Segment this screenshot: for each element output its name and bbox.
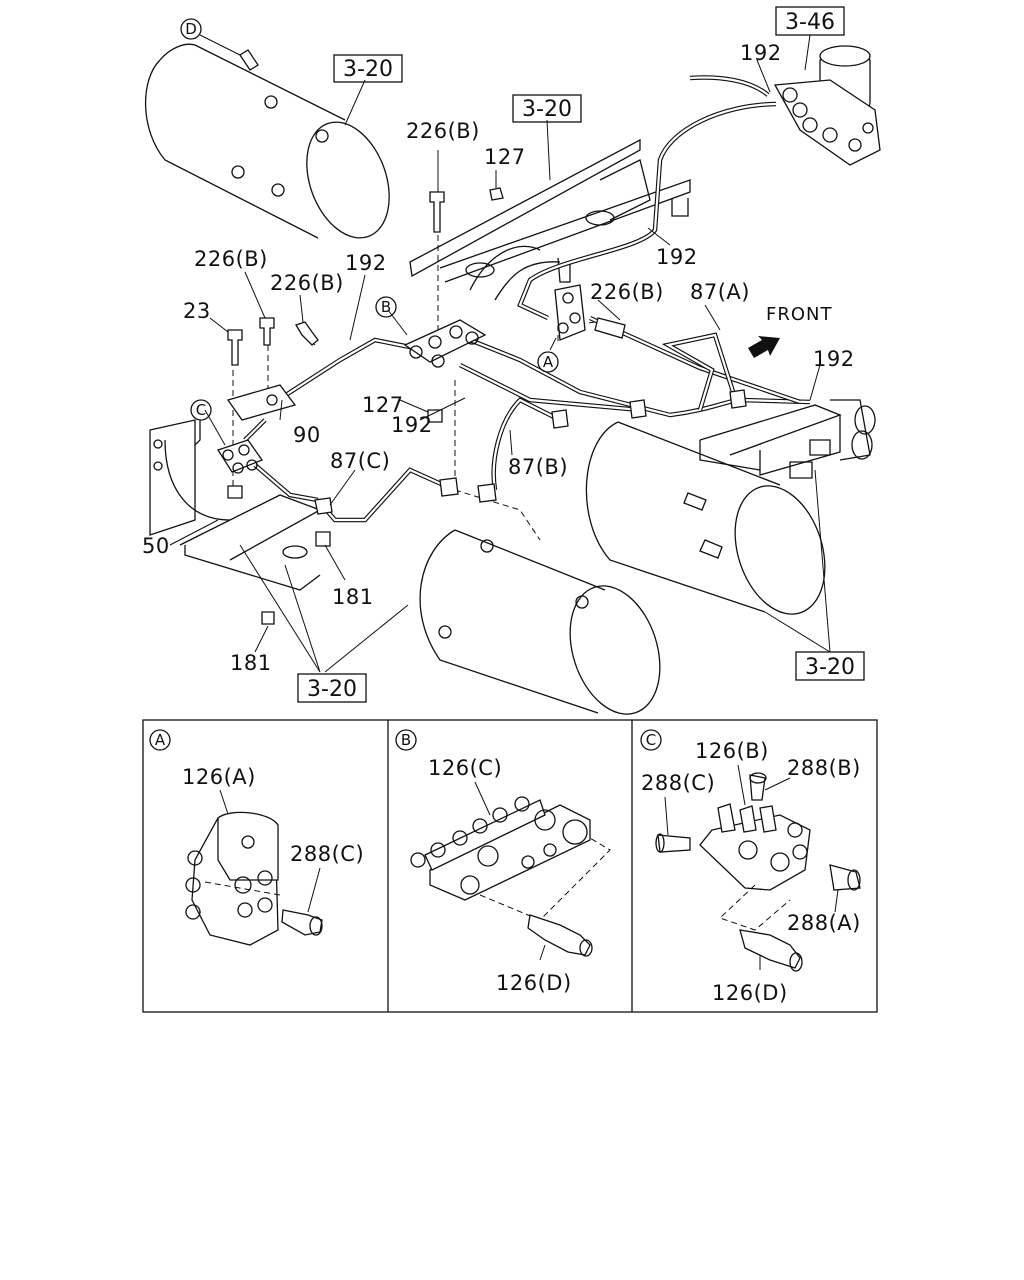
detail-c: C 126(B) 288(B) 288(C) 288(A) 126(D): [640, 729, 861, 1005]
circle-marker-a: A: [537, 351, 559, 373]
fasteners: [227, 187, 747, 625]
svg-text:B: B: [401, 731, 411, 749]
part-label-226b-left1: 226(B): [194, 247, 268, 271]
circle-marker-b: B: [375, 296, 397, 318]
valve-a-main: [554, 284, 586, 341]
frame-crossmember-left: [149, 419, 322, 591]
part-label-23: 23: [183, 299, 211, 323]
detail-a-label-126a: 126(A): [182, 765, 256, 789]
svg-text:D: D: [185, 20, 197, 38]
svg-text:3-46: 3-46: [785, 10, 835, 35]
detail-b: B 126(C) 126(D): [395, 729, 611, 995]
reference-box-3-20-bottom-right[interactable]: 3-20: [795, 651, 865, 681]
circle-marker-d: D: [180, 18, 202, 40]
svg-text:3-20: 3-20: [307, 677, 357, 702]
reference-box-3-20-bottom-mid[interactable]: 3-20: [297, 673, 367, 703]
air-pipes: [243, 75, 811, 523]
detail-c-label-288b: 288(B): [787, 756, 861, 780]
svg-text:C: C: [646, 731, 656, 749]
frame-crossmember-top: [409, 138, 691, 301]
part-label-87b: 87(B): [508, 455, 568, 479]
detail-c-label-126d: 126(D): [712, 981, 788, 1005]
detail-a-label-288c: 288(C): [290, 842, 364, 866]
circle-marker-c: C: [190, 399, 212, 421]
detail-c-label-126b: 126(B): [695, 739, 769, 763]
reference-box-3-46[interactable]: 3-46: [775, 6, 845, 36]
svg-text:A: A: [543, 353, 554, 371]
part-label-192-right: 192: [813, 347, 855, 371]
part-label-192-top: 192: [740, 41, 782, 65]
part-label-226b-right: 226(B): [590, 280, 664, 304]
svg-text:A: A: [155, 731, 166, 749]
part-label-181-left: 181: [230, 651, 272, 675]
leader-lines: [169, 34, 831, 673]
svg-text:3-20: 3-20: [343, 57, 393, 82]
part-label-192-center: 192: [391, 413, 433, 437]
svg-text:B: B: [381, 298, 391, 316]
valve-c-main: [217, 439, 264, 474]
front-direction-label: FRONT: [766, 304, 833, 325]
svg-text:C: C: [196, 401, 206, 419]
part-label-50: 50: [142, 534, 170, 558]
air-tank-bottom-middle: [419, 529, 661, 715]
air-tank-right: [585, 421, 826, 615]
part-label-87c: 87(C): [330, 449, 390, 473]
svg-text:3-20: 3-20: [522, 97, 572, 122]
detail-b-label-126d: 126(D): [496, 971, 572, 995]
part-label-226b-top: 226(B): [406, 119, 480, 143]
part-label-181-right: 181: [332, 585, 374, 609]
air-tank-top-left: [144, 43, 390, 239]
part-label-90: 90: [293, 423, 321, 447]
svg-text:3-20: 3-20: [805, 655, 855, 680]
part-label-127-mid: 127: [362, 393, 404, 417]
detail-c-label-288c: 288(C): [641, 771, 715, 795]
front-arrow-icon: [748, 336, 780, 358]
air-dryer-assembly: [773, 45, 881, 166]
detail-panels: [142, 719, 878, 1013]
frame-bracket-right: [699, 399, 876, 479]
part-label-192-mid: 192: [656, 245, 698, 269]
reference-box-3-20-top-left[interactable]: 3-20: [333, 54, 403, 83]
valve-b-main: [403, 319, 487, 368]
part-label-127-top: 127: [484, 145, 526, 169]
part-label-192-left: 192: [345, 251, 387, 275]
part-label-226b-left2: 226(B): [270, 271, 344, 295]
part-label-87a: 87(A): [690, 280, 750, 304]
detail-b-label-126c: 126(C): [428, 756, 502, 780]
reference-box-3-20-top-mid[interactable]: 3-20: [512, 94, 582, 123]
detail-c-label-288a: 288(A): [787, 911, 861, 935]
bracket-90: [226, 384, 297, 421]
detail-a: A 126(A) 288(C): [149, 729, 364, 946]
